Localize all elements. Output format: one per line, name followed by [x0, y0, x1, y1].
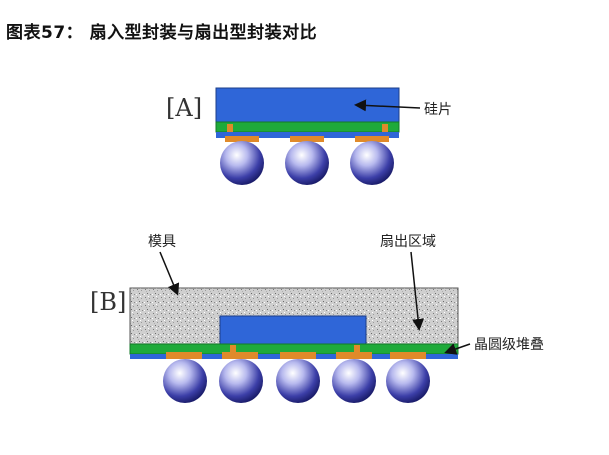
pad-a2: [290, 136, 324, 142]
via-b1: [230, 345, 236, 353]
mold-arrow: [159, 251, 180, 296]
silicon-arrow: [354, 99, 421, 112]
rdl-layer-a: [215, 121, 400, 133]
tag-b: [B]: [90, 288, 126, 316]
wafer-stack-arrow: [444, 343, 471, 355]
via-a2: [382, 124, 388, 132]
pad-b2: [222, 352, 258, 359]
label-silicon: 硅片: [424, 102, 452, 118]
substrate-a: [216, 132, 399, 138]
solder-ball-b5: [386, 359, 430, 403]
fan-in-package: [A] 硅片: [166, 87, 452, 185]
label-mold: 模具: [148, 234, 176, 250]
pad-a3: [355, 136, 389, 142]
via-b2: [354, 345, 360, 353]
solder-ball-b2: [219, 359, 263, 403]
solder-ball-a2: [285, 141, 329, 185]
tag-a: [A]: [166, 94, 202, 122]
label-fanout-region: 扇出区域: [380, 234, 436, 250]
silicon-die-b: [219, 315, 367, 345]
figure-title: 图表57： 扇入型封装与扇出型封装对比: [6, 23, 318, 43]
solder-ball-b1: [163, 359, 207, 403]
pad-b3: [280, 352, 316, 359]
pad-b1: [166, 352, 202, 359]
fanout-arrow: [410, 251, 425, 331]
pad-b5: [390, 352, 426, 359]
solder-ball-a1: [220, 141, 264, 185]
solder-ball-b3: [276, 359, 320, 403]
via-a1: [227, 124, 233, 132]
solder-ball-a3: [350, 141, 394, 185]
fan-out-package: [B] 模具 扇出区域 晶圆级堆叠: [90, 234, 544, 403]
pad-b4: [336, 352, 372, 359]
pad-a1: [225, 136, 259, 142]
solder-ball-b4: [332, 359, 376, 403]
label-wafer-stack: 晶圆级堆叠: [474, 337, 544, 353]
